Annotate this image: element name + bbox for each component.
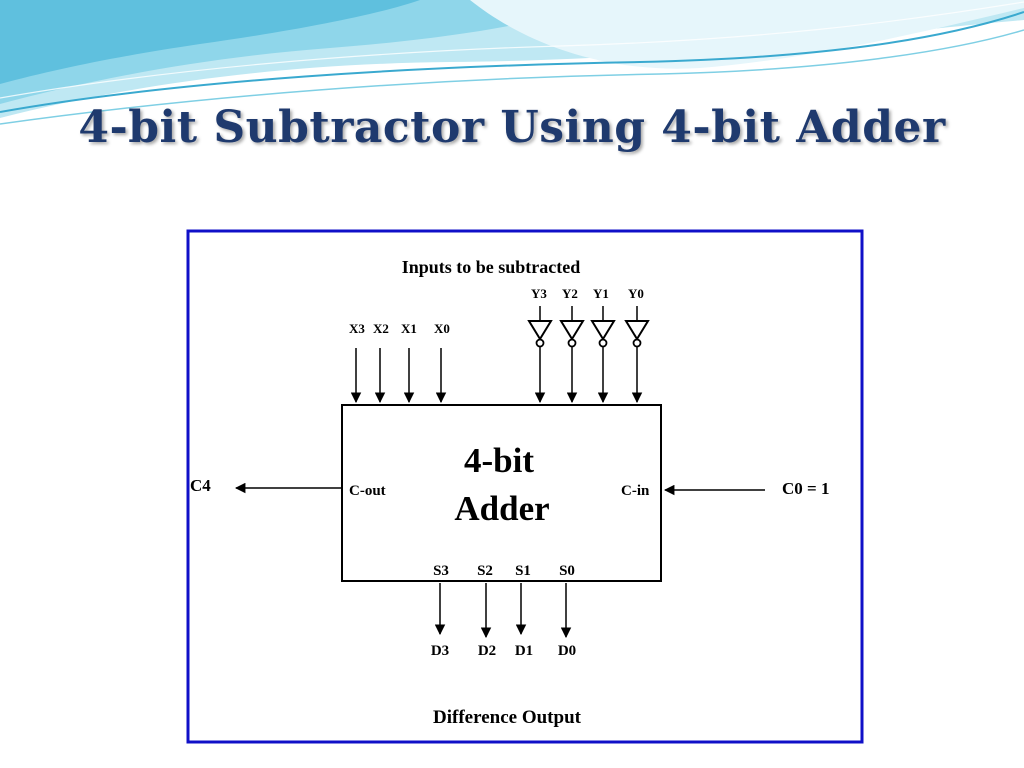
carry-out-port-label: C-out xyxy=(349,483,386,499)
adder-label-line2: Adder xyxy=(454,489,549,528)
output-caption: Difference Output xyxy=(433,707,582,728)
sum-port-label: S1 xyxy=(515,563,531,579)
x-input-label: X2 xyxy=(373,321,389,336)
x-inputs: X3 X2 X1 X0 xyxy=(349,321,450,404)
slide-title: 4-bit Subtractor Using 4-bit Adder xyxy=(78,102,946,153)
difference-output-label: D0 xyxy=(558,643,576,659)
inverter-y3 xyxy=(527,306,553,404)
sum-port-label: S0 xyxy=(559,563,575,579)
sum-port-label: S2 xyxy=(477,563,493,579)
carry-in-port-label: C-in xyxy=(621,483,650,499)
difference-output-label: D3 xyxy=(431,643,449,659)
y-input-label: Y0 xyxy=(628,286,644,301)
carry-out-signal-label: C4 xyxy=(190,476,211,495)
y-input-label: Y1 xyxy=(593,286,609,301)
difference-outputs: D3 D2 D1 D0 xyxy=(431,583,576,659)
y-inputs: Y3 Y2 Y1 Y0 xyxy=(527,286,650,404)
inverter-y2 xyxy=(559,306,585,404)
header-wave-decoration xyxy=(0,0,1024,125)
adder-label-line1: 4-bit xyxy=(464,441,534,480)
not-gate-icon xyxy=(624,320,650,341)
inverter-y0 xyxy=(624,306,650,404)
inverter-y1 xyxy=(590,306,616,404)
x-input-label: X3 xyxy=(349,321,365,336)
not-gate-icon xyxy=(559,320,585,341)
difference-output-label: D1 xyxy=(515,643,533,659)
diagram-frame xyxy=(186,229,864,744)
sum-ports: S3 S2 S1 S0 xyxy=(433,563,575,579)
inputs-caption: Inputs to be subtracted xyxy=(402,257,581,277)
not-gate-icon xyxy=(527,320,553,341)
y-input-label: Y2 xyxy=(562,286,578,301)
carry-in-signal-label: C0 = 1 xyxy=(782,479,829,498)
x-input-label: X0 xyxy=(434,321,450,336)
adder-block xyxy=(341,404,662,582)
x-input-label: X1 xyxy=(401,321,417,336)
sum-port-label: S3 xyxy=(433,563,449,579)
not-gate-icon xyxy=(590,320,616,341)
y-input-label: Y3 xyxy=(531,286,547,301)
difference-output-label: D2 xyxy=(478,643,496,659)
